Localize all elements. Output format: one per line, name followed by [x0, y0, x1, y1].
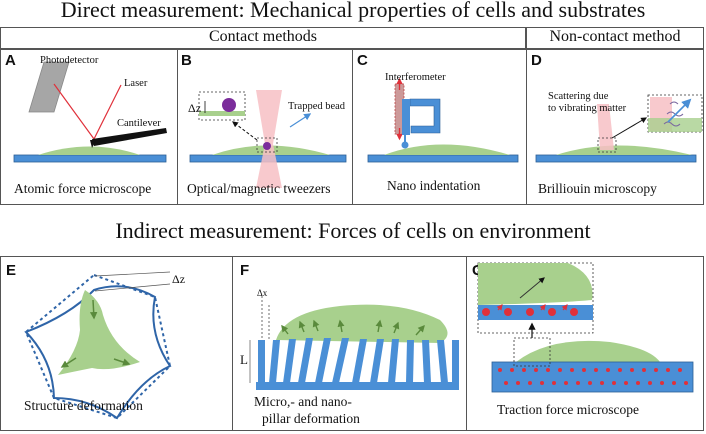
scattering-label-line2: to vibrating matter [548, 103, 627, 114]
panel-d-frame [526, 49, 704, 205]
panel-d-letter: D [531, 52, 542, 69]
panel-g-caption: Traction force microscope [497, 402, 639, 417]
brillouin-substrate [535, 154, 697, 163]
panel-d-drawing [535, 94, 703, 163]
panel-g-letter: G [472, 262, 484, 279]
direct-measurement-title: Direct measurement: Mechanical propertie… [60, 0, 646, 22]
panel-e-caption: Structure deformation [24, 398, 143, 413]
pillar-base [256, 382, 459, 390]
cantilever-icon [92, 128, 167, 146]
structure-dz-marker [94, 271, 171, 277]
cell-force-arrow-3 [113, 358, 131, 366]
contact-methods-header-box [0, 27, 526, 49]
deformation-cell [58, 290, 140, 375]
structure-dz-marker-2 [94, 283, 171, 292]
scattering-label-line1: Scattering due [548, 91, 609, 102]
interferometer-label: Interferometer [385, 72, 446, 83]
scattering-arrow [667, 98, 692, 123]
pillar-length-label: L [240, 352, 248, 367]
brillouin-zoom-region [597, 137, 617, 153]
panel-a-caption: Atomic force microscope [14, 181, 152, 196]
tfm-inset-beads [482, 308, 578, 316]
trapped-bead-pointer [289, 113, 312, 128]
tweezers-zoom-region [256, 137, 278, 153]
pillar-cell [276, 304, 448, 343]
photodetector-label: Photodetector [40, 55, 99, 66]
panel-d-caption: Brilliouin microscopy [538, 181, 657, 196]
panel-e-drawing [24, 271, 172, 420]
tfm-inset-bead-arrow-3 [561, 304, 568, 311]
tweezers-zoom-arrow [232, 121, 258, 141]
indentation-substrate [367, 154, 519, 163]
laser-beam-out [53, 83, 95, 140]
afm-substrate [13, 154, 167, 163]
indirect-measurement-title: Indirect measurement: Forces of cells on… [115, 218, 591, 243]
afm-tip [90, 140, 96, 148]
panel-e-letter: E [6, 262, 17, 279]
tweezers-inset-box [198, 91, 246, 121]
pillar-force-arrow-2 [298, 320, 306, 333]
tfm-inset-bead-arrow-1 [496, 304, 503, 311]
pillar-force-arrow-5 [375, 319, 383, 333]
pillar-dx-label: Δx [257, 288, 268, 298]
panel-g-frame [466, 256, 704, 431]
panel-f-letter: F [240, 262, 250, 279]
brillouin-zoom-arrow [611, 117, 648, 139]
tweezers-inset-cell [199, 111, 245, 116]
cell-force-arrow-1 [89, 299, 98, 320]
panel-c-caption: Nano indentation [387, 178, 481, 193]
panel-f-caption-line1: Micro,- and nano- [254, 394, 352, 409]
trapped-bead-label: Trapped bead [288, 101, 346, 112]
tfm-beads-row-1 [498, 368, 682, 372]
panel-f-caption-line2: pillar deformation [262, 411, 360, 426]
photodetector-icon [28, 61, 70, 113]
structure-dz-label: Δz [172, 272, 186, 286]
brillouin-inset-cell [648, 118, 702, 132]
tfm-inset-arrow [519, 277, 545, 299]
brillouin-cell [556, 145, 692, 155]
brillouin-beam-icon [597, 104, 614, 150]
panel-g-drawing [477, 262, 694, 393]
tweezers-dz-label: Δz [188, 101, 202, 115]
pillar-force-arrow-4 [337, 319, 345, 333]
panel-c-letter: C [357, 52, 368, 69]
panel-c-drawing [367, 77, 519, 163]
tfm-cell [516, 340, 660, 362]
tweezers-inset-bead [222, 98, 236, 112]
cell-force-arrow-2 [60, 357, 77, 368]
contact-methods-header: Contact methods [209, 28, 317, 45]
panel-a-drawing [13, 61, 167, 163]
pillar-force-arrow-1 [281, 324, 289, 335]
tfm-inset-cell [478, 263, 593, 305]
trapped-bead [263, 142, 271, 150]
pillar-force-arrow-7 [415, 324, 425, 336]
tfm-inset-bead-arrow-2 [539, 304, 546, 311]
panel-b-letter: B [181, 52, 192, 69]
panel-b-drawing [189, 90, 347, 188]
noncontact-method-header-box [526, 27, 704, 49]
laser-beam-in [93, 84, 122, 140]
noncontact-method-header: Non-contact method [549, 28, 681, 45]
indenter-frame [409, 98, 441, 134]
pillar-force-arrow-3 [312, 319, 320, 332]
afm-cell [38, 146, 140, 155]
panel-f-drawing [249, 296, 459, 390]
pillar-force-arrow-6 [392, 321, 400, 334]
tfm-substrate [491, 361, 694, 393]
deformed-structure [24, 285, 172, 420]
panel-b-caption: Optical/magnetic tweezers [187, 181, 331, 196]
indenter-tip [401, 141, 409, 149]
indentation-cell [384, 144, 510, 155]
pillar-array [258, 338, 459, 383]
optical-beam-icon [256, 90, 282, 188]
laser-label: Laser [124, 78, 148, 89]
cantilever-label: Cantilever [117, 118, 161, 129]
tfm-beads-row-2 [504, 381, 688, 385]
panel-a-letter: A [5, 52, 16, 69]
indenter-shaft [402, 99, 410, 135]
